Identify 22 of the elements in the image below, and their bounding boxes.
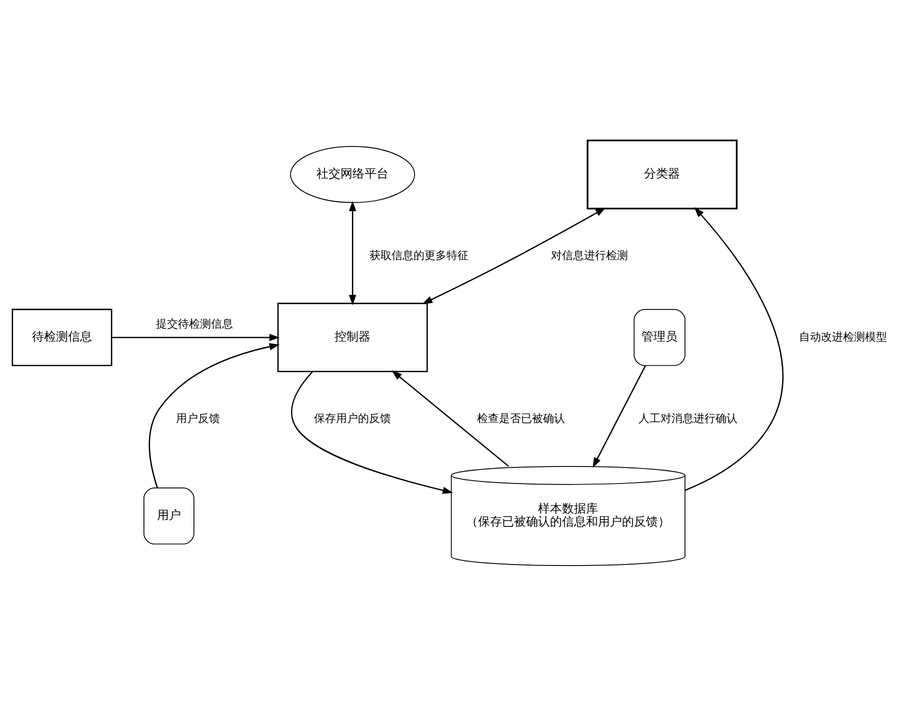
arrow (291, 370, 454, 494)
node-box: 分类器 (586, 139, 738, 209)
arrow (392, 370, 510, 466)
arrow (684, 206, 784, 490)
arrow (592, 364, 646, 468)
node-ellipse: 社交网络平台 (290, 146, 416, 202)
node-box: 用户 (143, 487, 194, 544)
edge-label: 自动改进检测模型 (798, 330, 887, 343)
node-box: 待检测信息 (12, 308, 112, 366)
edge-label: 对信息进行检测 (550, 248, 628, 262)
arrow (348, 200, 356, 305)
edge-label: 用户反馈 (176, 411, 220, 424)
node-box: 管理员 (634, 308, 686, 366)
arrow (422, 207, 606, 304)
edge-label: 保存用户的反馈 (314, 411, 391, 424)
arrow (148, 342, 280, 488)
edge-label: 检查是否已被确认 (477, 411, 566, 424)
edge-label: 提交待检测信息 (156, 316, 233, 330)
edge-label: 获取信息的更多特征 (369, 248, 468, 262)
arrow (112, 333, 280, 341)
node-box: 控制器 (277, 302, 428, 372)
edge-label: 人工对消息进行确认 (638, 411, 738, 424)
